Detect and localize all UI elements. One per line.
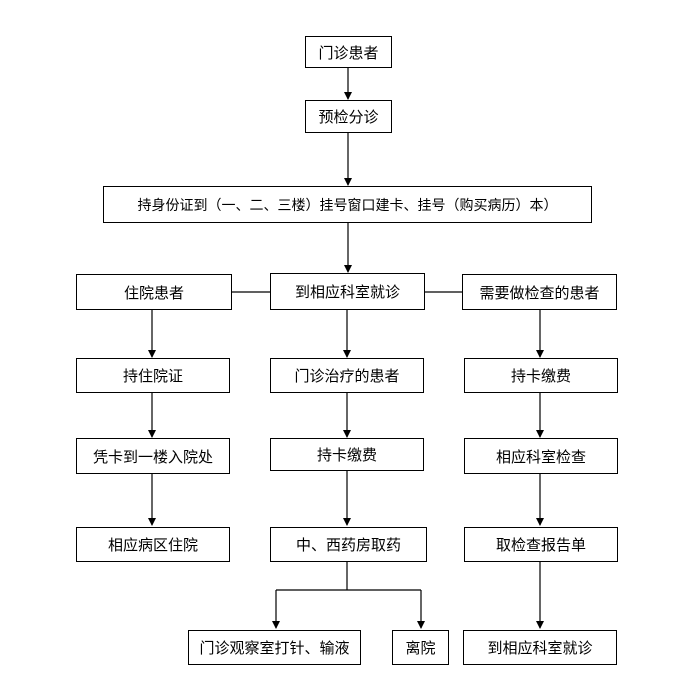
node-inpatient-label: 住院患者 [123, 283, 184, 302]
node-outpatient-treatment: 门诊治疗的患者 [270, 358, 424, 393]
node-register-label: 持身份证到（一、二、三楼）挂号窗口建卡、挂号（购买病历）本） [137, 197, 558, 214]
node-exam-report: 取检查报告单 [464, 527, 618, 562]
node-pay-card-treatment: 持卡缴费 [270, 438, 424, 471]
node-outpatient: 门诊患者 [305, 36, 392, 68]
node-hold-admission-cert: 持住院证 [76, 358, 230, 393]
node-pharmacy-label: 中、西药房取药 [295, 536, 401, 554]
node-dept-exam: 相应科室检查 [464, 438, 618, 474]
node-dept-visit: 到相应科室就诊 [270, 273, 425, 310]
node-leave: 离院 [392, 630, 449, 665]
node-need-exam: 需要做检查的患者 [462, 274, 617, 310]
node-dept-visit-label: 到相应科室就诊 [294, 283, 400, 301]
node-outpatient-label: 门诊患者 [318, 43, 379, 62]
node-card-to-admission-office: 凭卡到一楼入院处 [76, 438, 230, 474]
node-exam-report-label: 取检查报告单 [495, 536, 586, 554]
node-triage: 预检分诊 [305, 100, 392, 133]
node-hold-admission-cert-label: 持住院证 [122, 367, 183, 385]
node-card-to-admission-office-label: 凭卡到一楼入院处 [92, 447, 213, 466]
node-outpatient-treatment-label: 门诊治疗的患者 [294, 367, 400, 385]
node-pay-card-exam: 持卡缴费 [464, 358, 618, 393]
node-triage-label: 预检分诊 [318, 108, 379, 126]
node-ward-admission-label: 相应病区住院 [107, 536, 198, 554]
node-need-exam-label: 需要做检查的患者 [479, 283, 600, 302]
node-pharmacy: 中、西药房取药 [270, 527, 427, 562]
node-register: 持身份证到（一、二、三楼）挂号窗口建卡、挂号（购买病历）本） [103, 186, 592, 223]
node-dept-exam-label: 相应科室检查 [495, 447, 586, 466]
node-inpatient: 住院患者 [76, 274, 232, 310]
node-observation-room: 门诊观察室打针、输液 [188, 630, 361, 665]
node-pay-card-treatment-label: 持卡缴费 [316, 446, 377, 464]
node-leave-label: 离院 [405, 639, 436, 657]
node-dept-visit-return: 到相应科室就诊 [463, 630, 617, 665]
node-pay-card-exam-label: 持卡缴费 [510, 367, 571, 385]
node-dept-visit-return-label: 到相应科室就诊 [487, 639, 593, 657]
node-observation-room-label: 门诊观察室打针、输液 [199, 639, 350, 657]
node-ward-admission: 相应病区住院 [76, 527, 230, 562]
